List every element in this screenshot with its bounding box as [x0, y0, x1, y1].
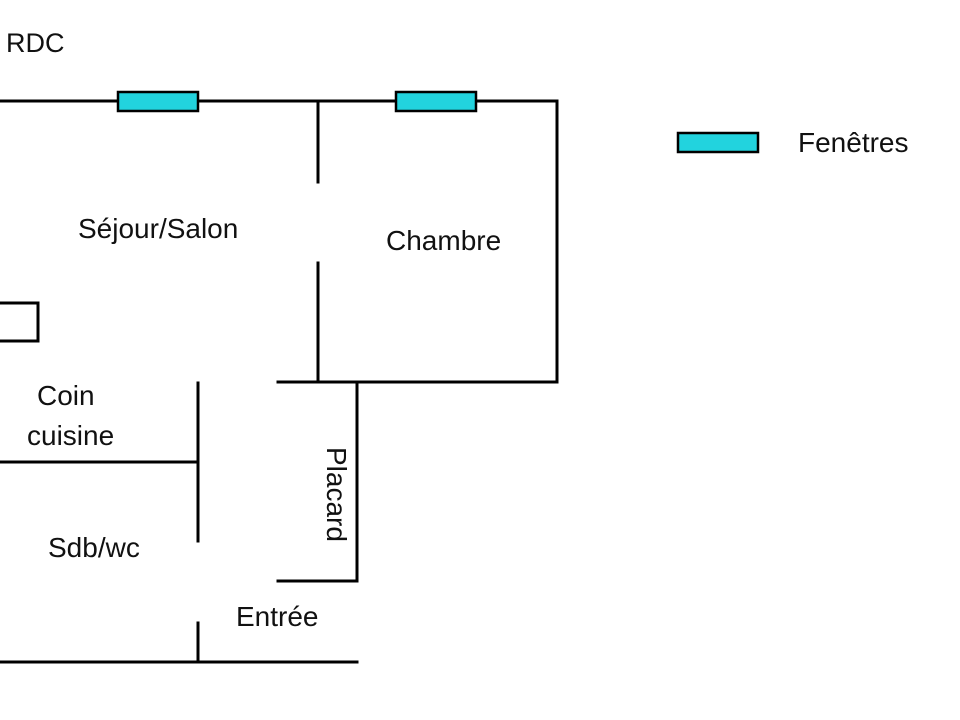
windows [116, 90, 478, 113]
room-labels: Séjour/Salon Chambre Coin cuisine Sdb/wc… [27, 213, 501, 632]
wall-left-niche [0, 301, 40, 343]
room-label-entree: Entrée [236, 601, 319, 632]
room-label-chambre: Chambre [386, 225, 501, 256]
legend-window-label: Fenêtres [798, 127, 909, 158]
window-living [116, 90, 200, 113]
floor-title: RDC [6, 28, 65, 58]
room-label-sdb: Sdb/wc [48, 532, 140, 563]
room-label-cuisine-line1: Coin [37, 380, 95, 411]
window-bedroom [394, 90, 478, 113]
room-label-cuisine-line2: cuisine [27, 420, 114, 451]
room-label-sejour: Séjour/Salon [78, 213, 238, 244]
legend-window-swatch [676, 131, 760, 154]
legend: Fenêtres [676, 127, 909, 158]
room-label-placard: Placard [321, 447, 352, 542]
